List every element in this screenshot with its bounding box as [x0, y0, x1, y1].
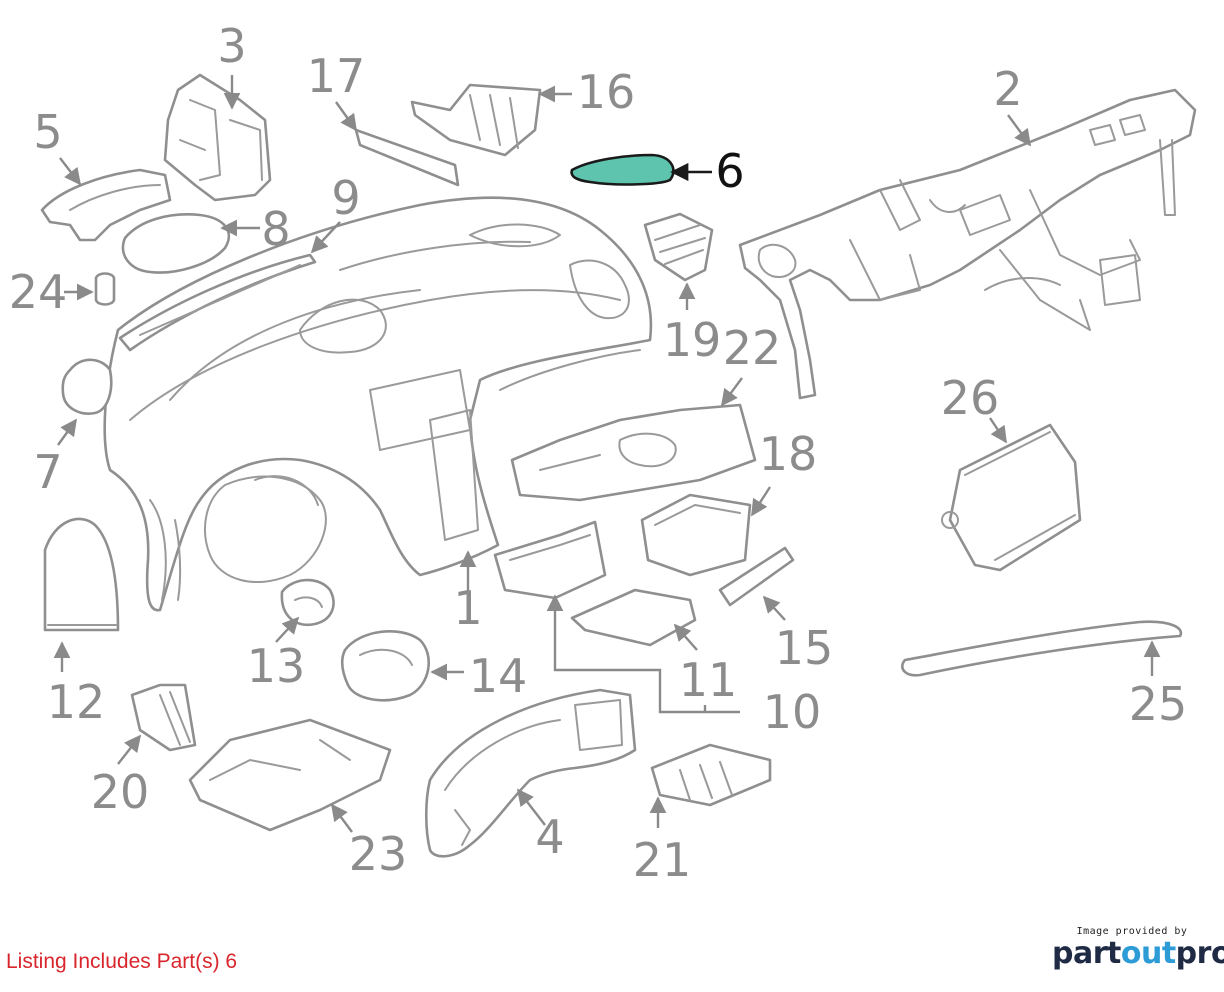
callout-24: 24 [9, 265, 68, 319]
callout-8: 8 [261, 202, 290, 256]
part-18-storage-tray [640, 493, 752, 577]
part-7-end-cap [61, 358, 113, 415]
callout-numbers: 1 2 3 4 5 6 7 8 9 10 11 12 13 14 15 16 1… [9, 19, 1188, 887]
callout-18: 18 [759, 427, 818, 481]
part-10-console-box [493, 520, 607, 600]
part-4-cluster-bezel [424, 688, 637, 858]
callout-22: 22 [723, 321, 782, 375]
callout-3: 3 [217, 19, 246, 73]
part-25-trim-bar [900, 620, 1183, 677]
callout-12: 12 [47, 675, 106, 729]
part-20-air-vent [130, 683, 197, 752]
image-credit: Image provided by partoutpro [1052, 926, 1224, 971]
callout-19: 19 [663, 313, 722, 367]
part-11-cover-plate [570, 588, 697, 647]
callout-26: 26 [941, 371, 1000, 425]
part-1-dashboard-panel [103, 196, 653, 612]
callout-9: 9 [331, 171, 360, 225]
callout-6: 6 [715, 144, 744, 198]
callout-16: 16 [577, 65, 636, 119]
logo-part-text: part [1052, 936, 1121, 971]
logo-pro-text: pro [1175, 936, 1224, 971]
callout-4: 4 [535, 810, 564, 864]
part-14-vent-ring [340, 629, 430, 702]
part-16-vent-assembly [410, 83, 542, 157]
partoutpro-logo: partoutpro [1052, 936, 1224, 971]
callout-21: 21 [633, 833, 692, 887]
callout-2: 2 [993, 62, 1022, 116]
logo-out-text: out [1120, 936, 1176, 971]
listing-includes-note: Listing Includes Part(s) 6 [6, 950, 238, 973]
part-8-oval-cover [121, 213, 231, 274]
callout-17: 17 [307, 49, 366, 103]
part-21-air-vent [650, 743, 772, 807]
part-23-lower-panel [188, 718, 392, 832]
part-6-highlighted-panel [570, 153, 675, 186]
part-17-trim-strip [354, 128, 460, 187]
part-24-clip [94, 272, 116, 306]
callout-23: 23 [349, 827, 408, 881]
part-2-crosscar-beam [738, 88, 1197, 400]
callout-13: 13 [247, 639, 306, 693]
credit-caption: Image provided by [1076, 926, 1188, 937]
part-13-switch-housing [280, 578, 335, 627]
part-5-trim-left [40, 168, 172, 242]
callout-14: 14 [469, 649, 528, 703]
callout-15: 15 [775, 621, 834, 675]
callout-25: 25 [1129, 677, 1188, 731]
part-9-defrost-grille [118, 253, 317, 352]
leader-lines [53, 75, 1161, 833]
callout-11: 11 [679, 653, 738, 707]
callout-20: 20 [91, 765, 150, 819]
part-3-glovebox-bracket [163, 73, 272, 202]
part-19-air-vent [643, 212, 714, 282]
part-26-airbag-module [941, 423, 1082, 572]
part-22-console-top [510, 403, 757, 502]
callout-10: 10 [763, 685, 822, 739]
part-12-side-cap [43, 517, 120, 632]
callout-1: 1 [453, 581, 482, 635]
part-15-trim-strip [718, 546, 795, 607]
callout-7: 7 [33, 445, 62, 499]
callout-5: 5 [33, 105, 62, 159]
